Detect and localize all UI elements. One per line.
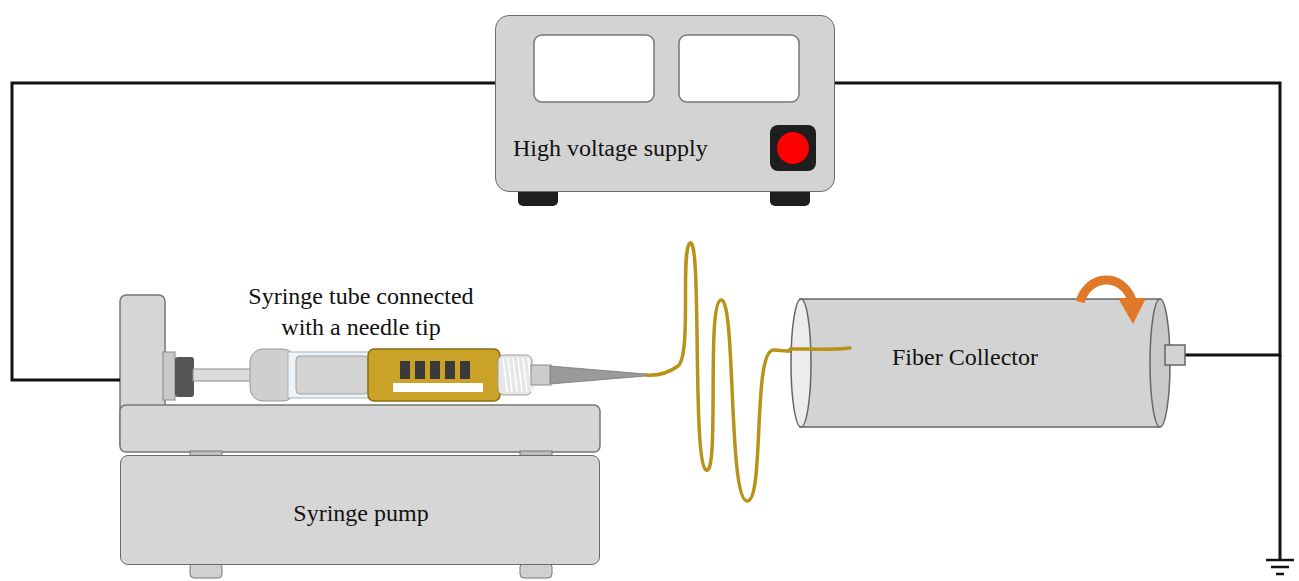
- syringe: [513, 358, 517, 392]
- display-window: [679, 35, 799, 102]
- syringe: [550, 366, 646, 384]
- pump-top-plate: [120, 405, 600, 452]
- syringe: [523, 358, 527, 392]
- pump-legs: [520, 563, 552, 578]
- syringe: [498, 355, 532, 395]
- fiber-jet: [790, 348, 850, 349]
- ground-wire: [1280, 355, 1281, 560]
- syringe-scale: [400, 361, 470, 379]
- syringe: [445, 361, 455, 379]
- syringe: [531, 365, 551, 385]
- power-button: [777, 132, 809, 164]
- supply-panel: [496, 16, 833, 190]
- syringe: [430, 361, 440, 379]
- syringe: [163, 352, 175, 400]
- syringe: [393, 383, 483, 392]
- pump-legs: [190, 563, 222, 578]
- syringe: [415, 361, 425, 379]
- node-label: High voltage supply: [513, 133, 708, 163]
- cap-thread: [503, 358, 532, 392]
- syringe: [193, 369, 255, 381]
- ground-symbol: [1271, 566, 1289, 569]
- syringe: [460, 361, 470, 379]
- ground-symbol: [1266, 559, 1294, 562]
- syringe-pump-base: Syringe pump: [120, 455, 600, 565]
- syringe: [503, 358, 507, 392]
- ground-symbol: [1266, 560, 1294, 574]
- collector-axle: [1165, 345, 1185, 365]
- syringe: [508, 358, 512, 392]
- node-label: Syringe pump: [293, 498, 428, 528]
- collector-drum: [800, 299, 1160, 427]
- rotation-arrow: [1118, 298, 1146, 324]
- power-supply-box: High voltage supply: [495, 15, 835, 192]
- syringe: [175, 357, 194, 397]
- ground-wire: [1279, 355, 1282, 560]
- collector-face: [791, 299, 811, 427]
- node-label: Fiber Collector: [892, 342, 1038, 372]
- syringe: [296, 356, 368, 394]
- power-button: [770, 125, 816, 171]
- syringe: [163, 349, 646, 401]
- syringe: [518, 358, 522, 392]
- syringe: [368, 349, 500, 401]
- ground-symbol: [1276, 573, 1284, 576]
- pump-top-plate: [120, 405, 600, 452]
- fiber-collector: Fiber Collector: [790, 298, 1185, 428]
- syringe: [288, 352, 380, 398]
- part-label: Syringe tube connected with a needle tip: [230, 281, 492, 343]
- wire: [12, 83, 495, 380]
- syringe: [400, 361, 410, 379]
- display-window: [534, 35, 654, 102]
